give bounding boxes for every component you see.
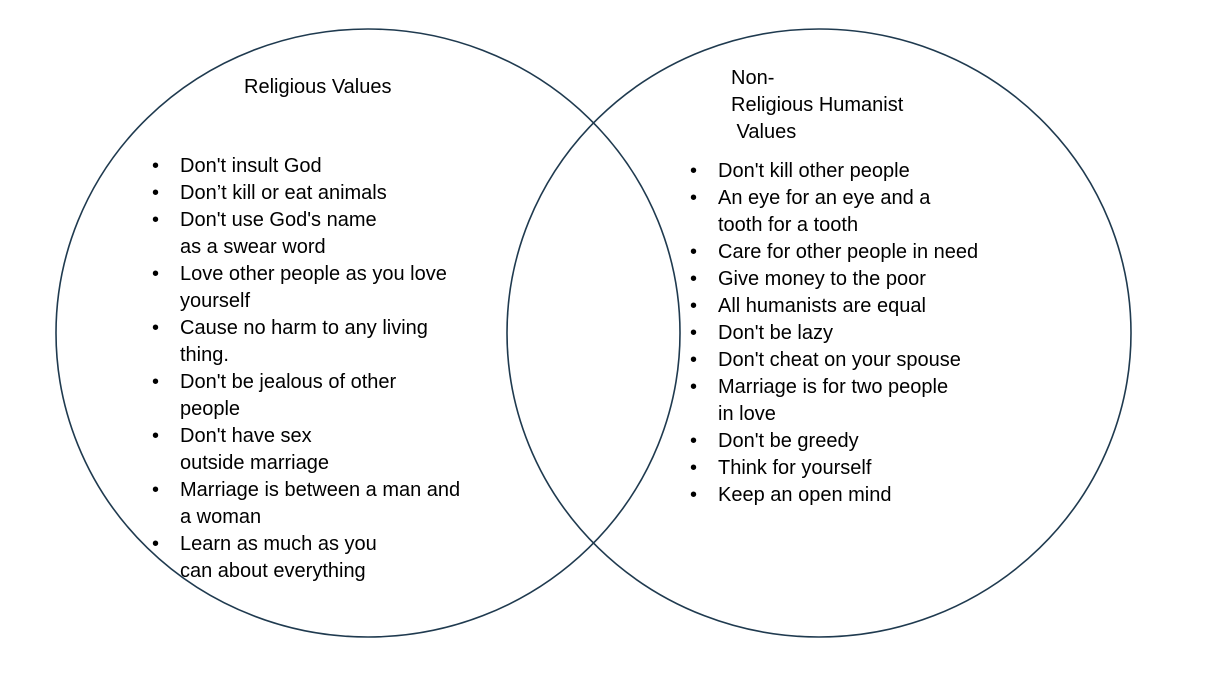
humanist-title-line: Values <box>731 121 797 143</box>
religious-values-circle <box>55 28 681 638</box>
list-item-text: can about everything <box>180 560 366 582</box>
humanist-title-line: Non- <box>731 67 775 89</box>
list-item: Don't kill other people <box>690 158 1020 185</box>
list-item: Care for other people in need <box>690 239 1020 266</box>
list-item: Don't insult God <box>152 153 492 180</box>
list-item-text: All humanists are equal <box>718 295 926 317</box>
list-item: Don't be lazy <box>690 320 1020 347</box>
religious-values-list: Don't insult GodDon’t kill or eat animal… <box>152 153 492 585</box>
list-item-text: Give money to the poor <box>718 268 926 290</box>
list-item-text: as a swear word <box>180 236 326 258</box>
list-item: All humanists are equal <box>690 293 1020 320</box>
list-item: Learn as much as you can about everything <box>152 531 492 585</box>
humanist-values-title: Non- Religious Humanist Values <box>731 65 903 146</box>
list-item-text: Don't cheat on your spouse <box>718 349 961 371</box>
list-item: Marriage is for two people in love <box>690 374 1020 428</box>
list-item-text: outside marriage <box>180 452 329 474</box>
list-item: An eye for an eye and a tooth for a tooth <box>690 185 1020 239</box>
list-item-text: Don't insult God <box>180 155 322 177</box>
list-item-text: An eye for an eye and a <box>718 187 931 209</box>
list-item: Don't have sex outside marriage <box>152 423 492 477</box>
list-item-text: Don't be lazy <box>718 322 833 344</box>
list-item-text: Marriage is between a man and <box>180 479 461 501</box>
list-item: Cause no harm to any living thing. <box>152 315 492 369</box>
list-item-text: yourself <box>180 290 251 312</box>
list-item-text: Don’t kill or eat animals <box>180 182 387 204</box>
humanist-title-line: Religious Humanist <box>731 94 904 116</box>
list-item-text: Don't kill other people <box>718 160 910 182</box>
list-item-text: Think for yourself <box>718 457 872 479</box>
list-item-text: tooth for a tooth <box>718 214 859 236</box>
list-item-text: Care for other people in need <box>718 241 979 263</box>
list-item-text: a woman <box>180 506 262 528</box>
list-item: Don’t kill or eat animals <box>152 180 492 207</box>
list-item-text: people <box>180 398 241 420</box>
list-item-text: Don't be greedy <box>718 430 859 452</box>
list-item: Think for yourself <box>690 455 1020 482</box>
religious-values-title: Religious Values <box>244 76 392 98</box>
list-item: Keep an open mind <box>690 482 1020 509</box>
list-item: Marriage is between a man and a woman <box>152 477 492 531</box>
list-item-text: thing. <box>180 344 229 366</box>
list-item-text: Cause no harm to any living <box>180 317 428 339</box>
list-item-text: Marriage is for two people <box>718 376 949 398</box>
list-item: Don't use God's name as a swear word <box>152 207 492 261</box>
list-item-text: Keep an open mind <box>718 484 892 506</box>
list-item: Don't be jealous of other people <box>152 369 492 423</box>
list-item-text: Learn as much as you <box>180 533 377 555</box>
list-item-text: Love other people as you love <box>180 263 447 285</box>
list-item: Love other people as you love yourself <box>152 261 492 315</box>
list-item-text: in love <box>718 403 776 425</box>
humanist-values-list: Don't kill other people An eye for an eye… <box>690 158 1020 509</box>
list-item: Give money to the poor <box>690 266 1020 293</box>
list-item-text: Don't be jealous of other <box>180 371 397 393</box>
humanist-values-circle <box>506 28 1132 638</box>
list-item-text: Don't use God's name <box>180 209 377 231</box>
list-item: Don't be greedy <box>690 428 1020 455</box>
list-item: Don't cheat on your spouse <box>690 347 1020 374</box>
list-item-text: Don't have sex <box>180 425 312 447</box>
